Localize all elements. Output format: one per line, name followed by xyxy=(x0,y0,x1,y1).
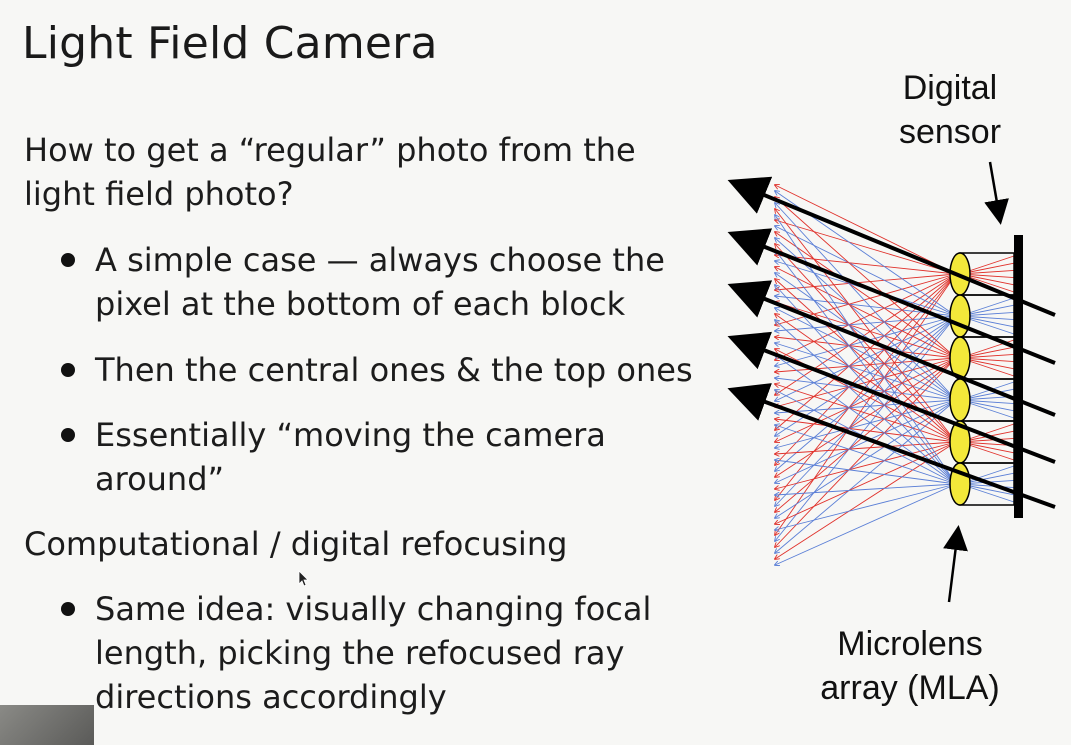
main-ray xyxy=(735,183,1055,315)
bullet-dot xyxy=(61,428,75,442)
blue-ray xyxy=(775,203,956,400)
blue-ray xyxy=(775,355,956,484)
bullet-1-line-1: A simple case — always choose the xyxy=(95,238,665,282)
blue-ray xyxy=(775,308,956,400)
mouse-cursor-icon xyxy=(298,570,310,588)
digital-sensor xyxy=(1014,235,1023,518)
bullet-dot xyxy=(61,602,75,616)
intro-line-2: light field photo? xyxy=(24,172,294,216)
blue-ray xyxy=(775,484,956,495)
blue-ray xyxy=(775,460,956,484)
red-ray xyxy=(775,197,956,358)
light-field-diagram xyxy=(720,60,1070,620)
bullet-dot xyxy=(61,253,75,267)
slide-title: Light Field Camera xyxy=(22,18,438,69)
bullet-4-line-2: length, picking the refocused ray xyxy=(95,631,624,675)
bullet-3-line-2: around” xyxy=(95,457,224,501)
intro-line-1: How to get a “regular” photo from the xyxy=(24,128,636,172)
sensor-pointer-arrow xyxy=(990,162,1000,220)
red-ray xyxy=(775,220,956,274)
bullet-2-line-1: Then the central ones & the top ones xyxy=(95,348,693,392)
webcam-overlay xyxy=(0,705,94,745)
bullet-3-line-1: Essentially “moving the camera xyxy=(95,413,606,457)
mla-label-line-1: Microlens xyxy=(805,622,1015,666)
bullet-4-line-3: directions accordingly xyxy=(95,675,447,719)
bullet-1-line-2: pixel at the bottom of each block xyxy=(95,282,625,326)
main-ray xyxy=(735,235,1055,363)
bullet-4-line-1: Same idea: visually changing focal xyxy=(95,587,651,631)
bullet-dot xyxy=(61,363,75,377)
microlens xyxy=(950,379,970,421)
ray-fans xyxy=(775,185,1014,565)
mla-label-line-2: array (MLA) xyxy=(795,666,1025,710)
section-2-heading: Computational / digital refocusing xyxy=(24,522,567,566)
microlens xyxy=(950,295,970,337)
mla-pointer-arrow xyxy=(949,530,958,602)
